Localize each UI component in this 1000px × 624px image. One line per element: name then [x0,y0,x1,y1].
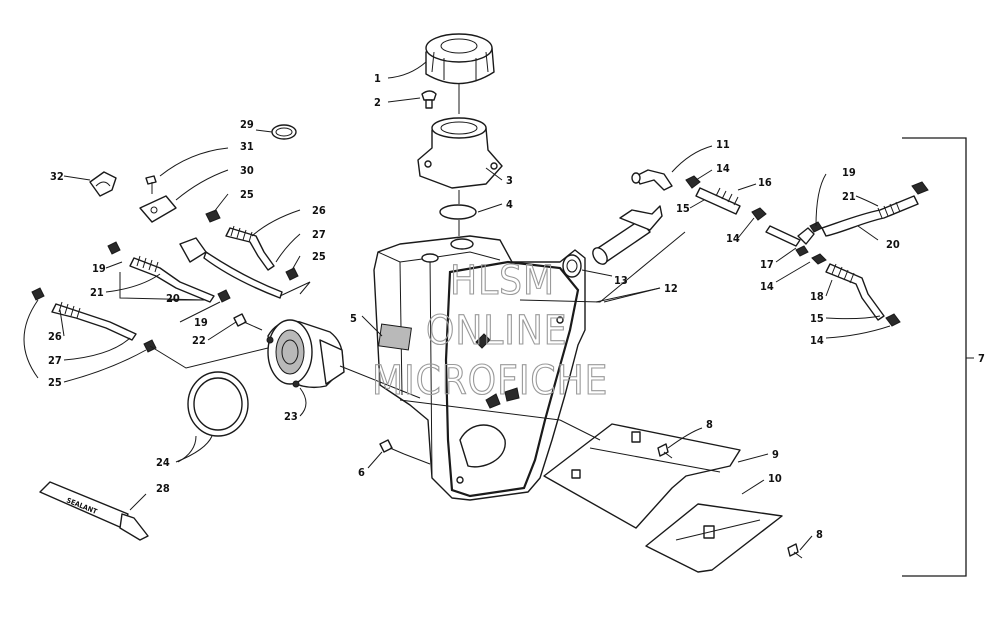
callout-5: 5 [350,312,357,325]
callout-6: 6 [358,466,365,479]
watermark-line-3: MICROFICHE [372,358,608,404]
callout-8-upper: 8 [706,418,713,431]
callout-labels: 1 2 3 4 5 6 7 8 8 9 10 11 12 13 14 14 14… [48,72,985,541]
callout-29: 29 [240,118,254,131]
callout-13: 13 [614,274,628,287]
callout-21-left: 21 [90,286,104,299]
callout-18: 18 [810,290,824,303]
clip-32 [89,171,117,197]
callout-19-left: 19 [92,262,106,275]
o-ring [439,204,477,220]
callout-26-a: 26 [312,204,326,217]
callout-15-a: 15 [676,202,690,215]
callout-27-b: 27 [48,354,62,367]
callout-1: 1 [374,72,381,85]
callout-3: 3 [506,174,513,187]
callout-25-a: 25 [240,188,254,201]
left-hose-assembly-middle [107,237,283,303]
vent-hose-assembly [631,169,929,327]
callout-16: 16 [758,176,772,189]
callout-26-b: 26 [48,330,62,343]
callout-28: 28 [156,482,170,495]
left-hose-assembly-upper [205,209,299,281]
callout-15-b: 15 [810,312,824,325]
oil-tank [373,235,586,501]
callout-20-left: 20 [166,292,180,305]
screw-31 [145,175,157,194]
callout-30: 30 [240,164,254,177]
grommet [562,254,582,278]
clamp-29 [271,124,297,140]
filler-cap [425,33,495,85]
callout-32: 32 [50,170,64,183]
cap-screw [421,90,437,109]
callout-14-a: 14 [716,162,730,175]
screw-8-lower [787,543,803,559]
filler-neck [417,117,503,189]
callout-12: 12 [664,282,678,295]
callout-22: 22 [192,334,206,347]
callout-31: 31 [240,140,254,153]
shield-plate-lower [645,503,783,573]
pickup-fitting [504,387,520,402]
callout-10: 10 [768,472,782,485]
callout-7: 7 [978,352,985,365]
callout-21-right: 21 [842,190,856,203]
callout-17: 17 [760,258,774,271]
watermark: HLSM ONLINE MICROFICHE [371,257,608,404]
shield-plate-upper [543,423,741,529]
watermark-line-2: ONLINE [426,308,568,354]
sealant-tube: SEALANT [39,481,149,541]
oil-pump [266,319,345,389]
watermark-line-1: HLSM [450,258,555,304]
callout-9: 9 [772,448,779,461]
callout-19-right: 19 [842,166,856,179]
callout-25-c: 25 [48,376,62,389]
pickup-fitting [475,333,491,349]
callout-24: 24 [156,456,170,469]
tank-decal [378,323,412,351]
callout-14-d: 14 [810,334,824,347]
callout-25-b: 25 [312,250,326,263]
callout-8-lower: 8 [816,528,823,541]
callout-14-c: 14 [760,280,774,293]
sending-unit [592,205,663,265]
leader-lines [23,61,891,551]
callout-4: 4 [506,198,513,211]
callout-27-a: 27 [312,228,326,241]
screw-8-upper [657,443,673,459]
pickup-fitting [485,393,501,409]
bracket-30 [139,195,177,223]
callout-2: 2 [374,96,381,109]
screw-6 [379,439,405,455]
pump-seal-ring [187,371,249,437]
callout-23: 23 [284,410,298,423]
callout-11: 11 [716,138,730,151]
callout-19-mid: 19 [194,316,208,329]
callout-20-right: 20 [886,238,900,251]
screw-22 [233,313,263,331]
callout-14-b: 14 [726,232,740,245]
